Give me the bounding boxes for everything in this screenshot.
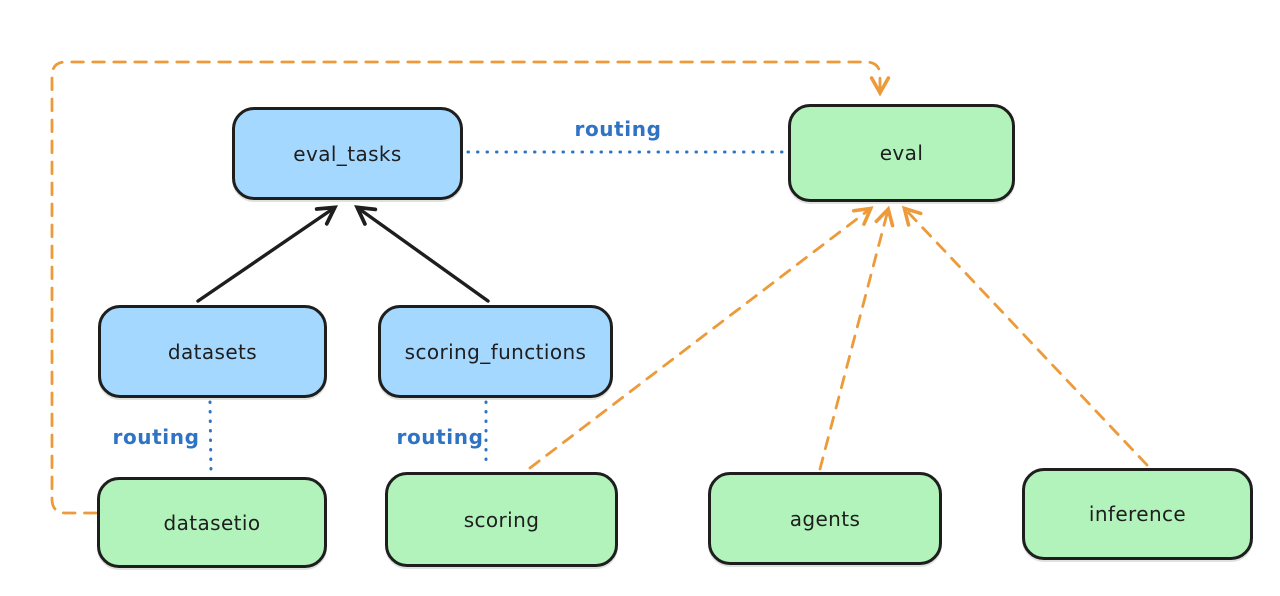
node-scoring_functions-label: scoring_functions: [404, 339, 587, 364]
node-scoring_functions: scoring_functions: [378, 305, 613, 398]
edge-datasets-to-eval_tasks: [196, 205, 338, 303]
node-scoring-label: scoring: [463, 507, 540, 532]
node-eval_tasks: eval_tasks: [232, 107, 463, 200]
node-inference-label: inference: [1088, 502, 1187, 526]
node-datasets-label: datasets: [167, 339, 258, 364]
edge-agents-to-eval: [818, 205, 895, 471]
node-eval_tasks-label: eval_tasks: [293, 141, 402, 166]
node-datasetio-label: datasetio: [163, 510, 261, 535]
edge-inference-to-eval: [901, 205, 1149, 467]
edge-datasetio-to-eval: [50, 60, 891, 515]
routing-label-eval_tasks-eval: routing: [574, 117, 662, 141]
node-eval-label: eval: [879, 141, 924, 165]
edge-scoring-to-eval: [528, 206, 874, 470]
edge-routing-datasets-to-datasetio: [208, 400, 213, 475]
node-inference: inference: [1022, 468, 1253, 560]
node-agents-label: agents: [789, 506, 861, 531]
node-agents: agents: [708, 472, 942, 565]
routing-label-datasets-datasetio: routing: [112, 425, 200, 449]
node-eval: eval: [788, 104, 1015, 202]
edge-scoring_functions-to-eval_tasks: [354, 205, 490, 303]
routing-label-scoring_functions-scoring: routing: [396, 425, 484, 449]
node-scoring: scoring: [385, 472, 618, 567]
node-datasets: datasets: [98, 305, 327, 398]
node-datasetio: datasetio: [97, 477, 327, 568]
